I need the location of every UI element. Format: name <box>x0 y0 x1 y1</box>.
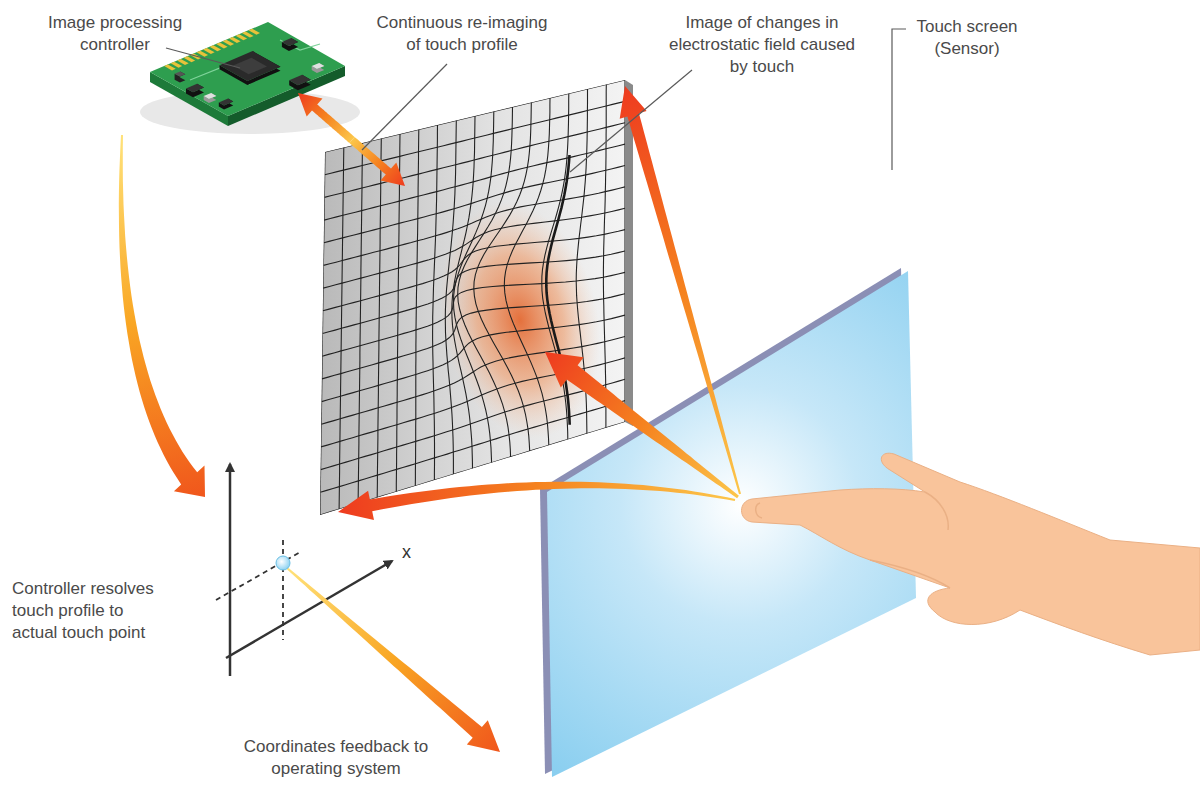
gold-finger <box>184 56 196 62</box>
label-box: x <box>402 541 426 564</box>
leader-line <box>166 48 240 68</box>
leader-line <box>570 70 692 172</box>
hand <box>742 453 1200 655</box>
axis-label: x <box>402 541 426 564</box>
grid-line <box>474 103 532 452</box>
component-top <box>204 93 217 99</box>
part-label: Image processing controller <box>40 12 190 56</box>
x-axis <box>226 561 392 658</box>
callout-label: Coordinates feedback to operating system <box>220 736 452 780</box>
grid-line <box>323 230 625 311</box>
panel-edge <box>625 80 633 426</box>
flow-arrow <box>286 567 500 752</box>
leader-line <box>362 64 447 150</box>
grid-line <box>322 294 625 379</box>
label-box: Continuous re-imaging of touch profile <box>372 12 552 56</box>
grid-line <box>603 85 606 428</box>
component-side <box>220 51 281 85</box>
component-side <box>233 58 267 75</box>
panel-face <box>320 80 625 515</box>
component-top <box>289 75 311 85</box>
grid-line <box>542 94 569 440</box>
label-box: Image processing controller <box>40 12 190 56</box>
coordinate-axes <box>216 464 392 676</box>
component-side <box>219 99 233 110</box>
hand-shape <box>742 453 1200 655</box>
finger-crease <box>870 560 950 588</box>
field-grid <box>320 80 625 515</box>
component-side <box>175 71 186 82</box>
gold-finger <box>177 59 189 65</box>
component-side <box>282 38 298 51</box>
callout-label: Continuous re-imaging of touch profile <box>372 12 552 56</box>
component-side <box>204 93 217 103</box>
label-box: Controller resolves touch profile to act… <box>12 578 168 644</box>
gold-finger <box>223 40 235 46</box>
dashed-guide <box>216 551 302 600</box>
grid-line <box>504 98 550 445</box>
flow-arrows <box>338 86 741 520</box>
component-top <box>233 58 267 75</box>
component-top <box>175 71 186 76</box>
grid-line <box>321 379 625 469</box>
flow-arrow <box>349 137 405 186</box>
gold-finger <box>164 64 176 70</box>
grid-line <box>323 187 625 266</box>
component-top <box>312 63 325 69</box>
leader-line <box>892 29 906 170</box>
finger-crease <box>925 492 948 530</box>
component-top <box>219 99 233 106</box>
gold-finger <box>197 51 209 57</box>
callout-label: Image of changes in electrostatic field … <box>662 12 862 78</box>
flow-arrow <box>298 93 355 143</box>
label-box: Touch screen (Sensor) <box>908 16 1026 60</box>
y-axis <box>229 464 232 676</box>
gold-finger <box>171 62 183 68</box>
dashed-guide <box>282 540 284 640</box>
gold-finger <box>229 37 241 43</box>
flow-arrow <box>545 352 739 498</box>
flow-arrow <box>620 86 741 494</box>
output-arrow <box>119 93 500 752</box>
finger-nail <box>756 503 762 518</box>
gold-finger <box>242 31 254 37</box>
label-box: Image of changes in electrostatic field … <box>662 12 862 78</box>
component-top <box>220 51 281 81</box>
gold-finger <box>216 42 228 48</box>
gold-finger <box>236 34 248 40</box>
touch-point <box>276 556 290 570</box>
field-blob <box>419 186 621 453</box>
panel-content <box>320 80 625 515</box>
gold-finger <box>210 45 222 51</box>
component-top <box>282 38 298 46</box>
component-side <box>312 63 325 73</box>
gold-finger <box>249 29 261 35</box>
component-side <box>289 75 311 90</box>
component-top <box>186 84 204 93</box>
component-side <box>186 84 204 98</box>
flow-arrow <box>119 135 205 497</box>
callout-label: Controller resolves touch profile to act… <box>12 578 168 644</box>
label-box: Coordinates feedback to operating system <box>220 736 452 780</box>
field-contour <box>546 155 569 425</box>
flow-arrow <box>338 482 735 520</box>
part-label: Touch screen (Sensor) <box>908 16 1026 60</box>
gold-finger <box>203 48 215 54</box>
grid-line <box>624 80 625 422</box>
